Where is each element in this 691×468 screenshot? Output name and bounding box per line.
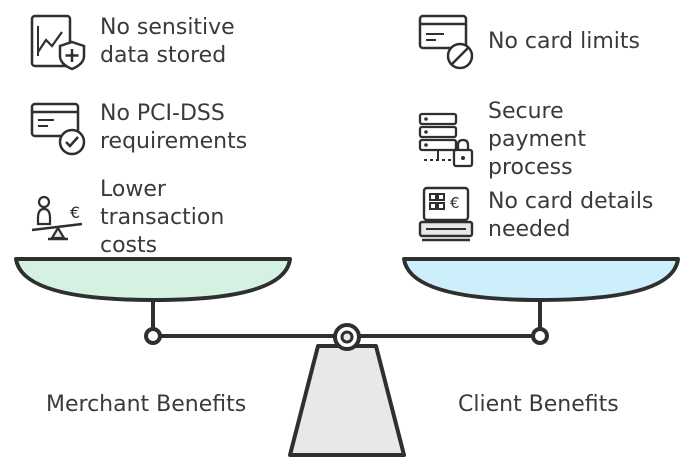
card-check-icon <box>30 102 86 156</box>
client-item-3: € No card details needed <box>416 186 688 246</box>
svg-text:€: € <box>450 194 460 212</box>
merchant-item-3-text: Lower transaction costs <box>100 177 225 258</box>
chart-shield-plus-icon <box>30 14 86 71</box>
pivot-center <box>340 330 354 344</box>
client-item-1: No card limits <box>416 12 668 72</box>
person-balance-euro-icon: € <box>31 195 83 241</box>
card-no-icon <box>418 14 474 70</box>
pos-terminal-euro-icon: € <box>418 186 474 242</box>
left-pan <box>14 257 292 302</box>
server-lock-icon <box>418 112 474 168</box>
merchant-benefits-label: Merchant Benefits <box>46 392 247 417</box>
right-hanger-knob <box>531 327 549 345</box>
merchant-item-3: € Lower transaction costs <box>28 176 250 260</box>
client-item-3-text: No card details needed <box>488 189 654 242</box>
merchant-item-2: No PCI-DSS requirements <box>28 98 270 158</box>
svg-text:€: € <box>70 203 80 222</box>
left-hanger-knob <box>144 327 162 345</box>
merchant-item-2-text: No PCI-DSS requirements <box>100 101 248 154</box>
merchant-item-1: No sensitive data stored <box>28 12 270 72</box>
client-benefits-label: Client Benefits <box>458 392 619 417</box>
client-item-2: Secure payment process <box>416 98 628 182</box>
fulcrum-base <box>288 344 406 457</box>
merchant-item-1-text: No sensitive data stored <box>100 15 235 68</box>
client-item-1-text: No card limits <box>488 29 640 54</box>
right-pan <box>402 257 680 302</box>
client-item-2-text: Secure payment process <box>488 99 587 180</box>
